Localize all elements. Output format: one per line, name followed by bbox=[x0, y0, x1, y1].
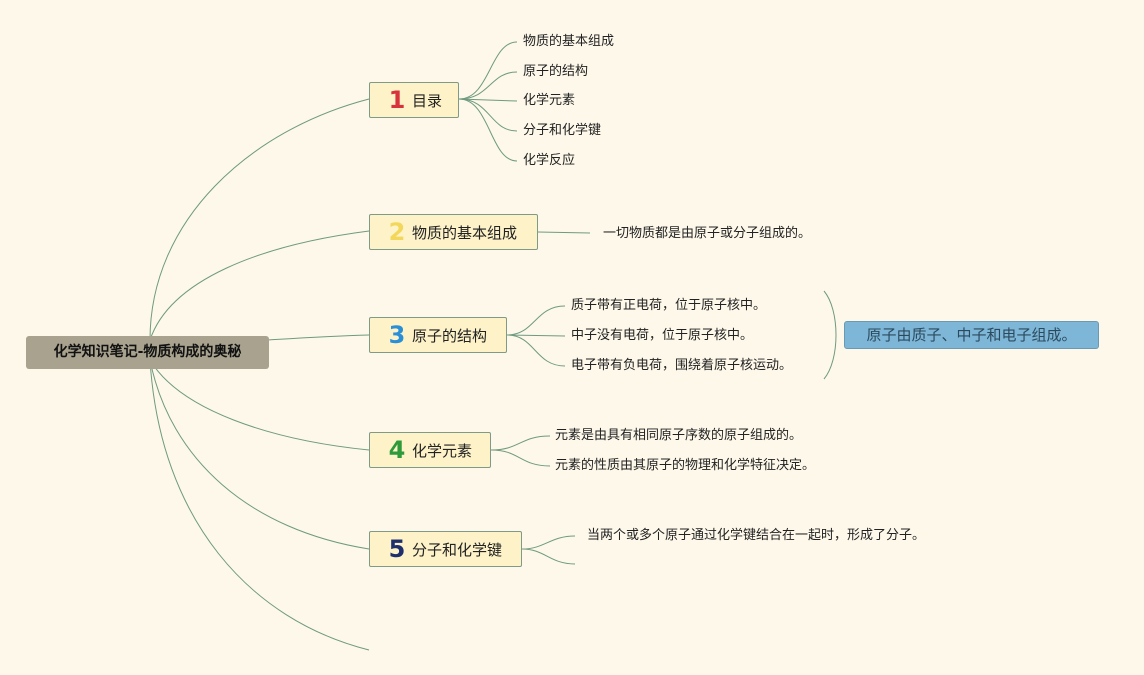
branch-node-chemical-elements[interactable]: 4 化学元素 bbox=[369, 432, 491, 468]
summary-node[interactable]: 原子由质子、中子和电子组成。 bbox=[844, 321, 1099, 349]
branch-label: 物质的基本组成 bbox=[412, 223, 518, 242]
link-b4-c2 bbox=[490, 449, 551, 467]
link-b1-c2 bbox=[458, 71, 518, 100]
number-1-icon: 1 bbox=[388, 86, 406, 114]
branch-node-basic-composition[interactable]: 2 物质的基本组成 bbox=[369, 214, 538, 250]
branch-node-contents[interactable]: 1 目录 bbox=[369, 82, 459, 118]
link-root-branch-1 bbox=[149, 98, 370, 341]
leaf-node[interactable]: 电子带有负电荷，围绕着原子核运动。 bbox=[571, 358, 793, 373]
leaf-node[interactable]: 元素是由具有相同原子序数的原子组成的。 bbox=[555, 428, 803, 443]
number-3-icon: 3 bbox=[388, 321, 406, 349]
link-b5-c2 bbox=[521, 548, 576, 565]
leaf-node[interactable]: 化学反应 bbox=[523, 153, 576, 168]
link-root-branch-5 bbox=[149, 359, 370, 550]
leaf-node[interactable]: 物质的基本组成 bbox=[523, 34, 615, 49]
branch-label: 原子的结构 bbox=[412, 326, 488, 345]
link-b5-c1 bbox=[521, 535, 576, 550]
link-root-branch-4 bbox=[149, 359, 370, 451]
link-root-branch-3 bbox=[267, 334, 370, 341]
root-node[interactable]: 化学知识笔记-物质构成的奥秘 bbox=[26, 336, 269, 369]
summary-bracket bbox=[823, 290, 837, 380]
branch-label: 目录 bbox=[412, 91, 443, 110]
link-b1-c4 bbox=[458, 98, 518, 132]
link-root-branch-2 bbox=[149, 230, 370, 341]
link-b3-c3 bbox=[506, 334, 566, 367]
branch-label: 分子和化学键 bbox=[412, 540, 503, 559]
link-b1-c5 bbox=[458, 98, 518, 162]
branch-node-atomic-structure[interactable]: 3 原子的结构 bbox=[369, 317, 507, 353]
link-b4-c1 bbox=[490, 435, 551, 451]
number-4-icon: 4 bbox=[388, 436, 406, 464]
branch-node-molecules-bonds[interactable]: 5 分子和化学键 bbox=[369, 531, 522, 567]
leaf-node[interactable]: 当两个或多个原子通过化学键结合在一起时，形成了分子。 bbox=[587, 528, 926, 543]
leaf-node[interactable]: 质子带有正电荷，位于原子核中。 bbox=[571, 298, 767, 313]
leaf-node[interactable]: 一切物质都是由原子或分子组成的。 bbox=[603, 226, 812, 241]
link-b3-c1 bbox=[506, 305, 566, 336]
leaf-node[interactable]: 原子的结构 bbox=[523, 64, 589, 79]
link-b2-c1 bbox=[537, 231, 591, 234]
link-b1-c1 bbox=[458, 41, 518, 100]
link-root-extra bbox=[149, 359, 370, 651]
branch-label: 化学元素 bbox=[412, 441, 473, 460]
leaf-node[interactable]: 中子没有电荷，位于原子核中。 bbox=[571, 328, 754, 343]
link-b1-c3 bbox=[458, 98, 518, 102]
link-b3-c2 bbox=[506, 334, 566, 337]
leaf-node[interactable]: 化学元素 bbox=[523, 93, 576, 108]
leaf-node[interactable]: 元素的性质由其原子的物理和化学特征决定。 bbox=[555, 458, 816, 473]
number-2-icon: 2 bbox=[388, 218, 406, 246]
number-5-icon: 5 bbox=[388, 535, 406, 563]
leaf-node[interactable]: 分子和化学键 bbox=[523, 123, 602, 138]
